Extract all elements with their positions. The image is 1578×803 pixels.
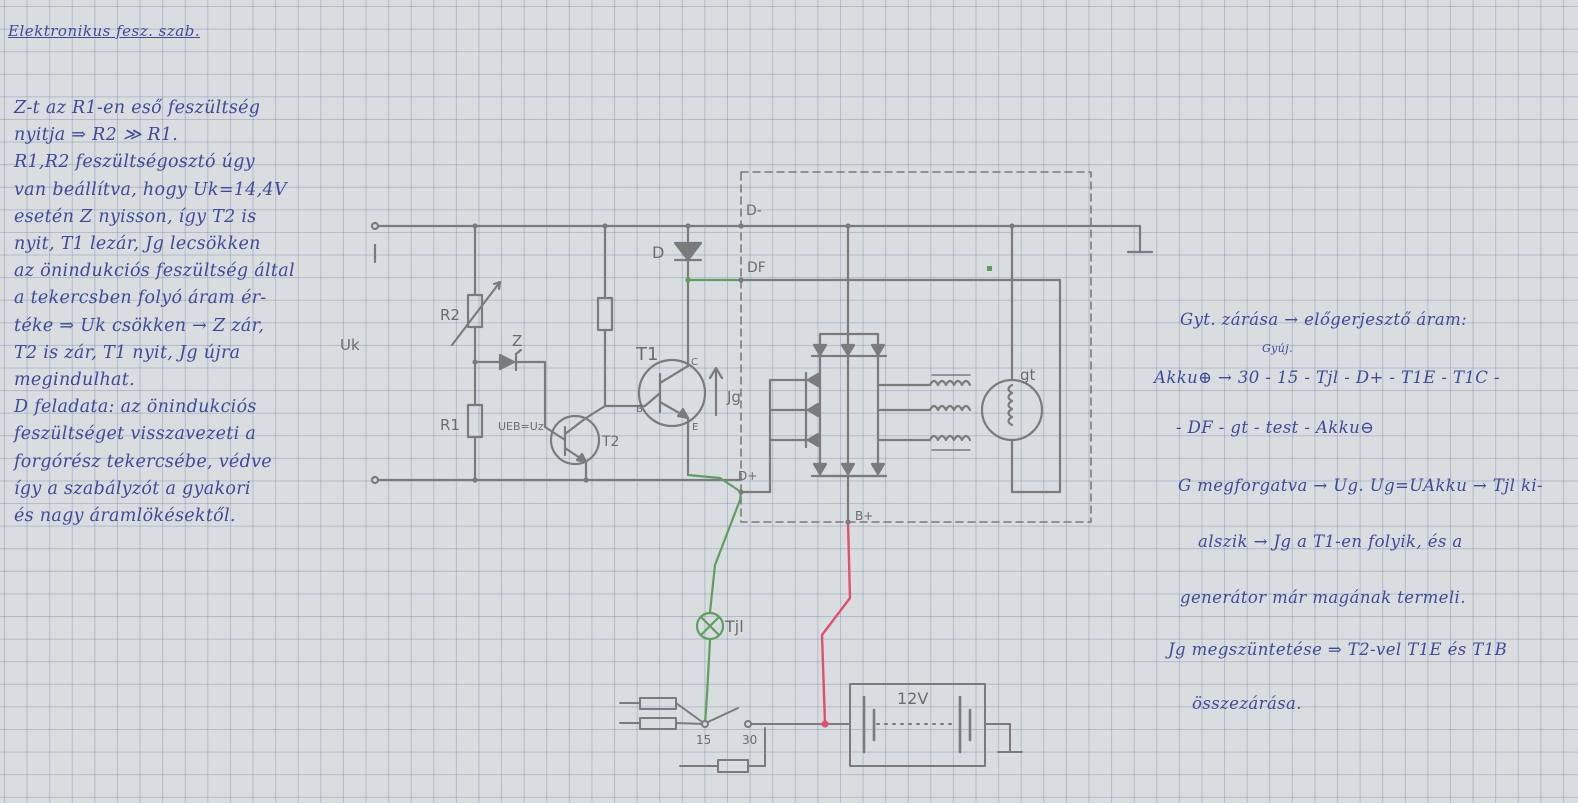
ignition-switch [707, 707, 739, 723]
page-title: Elektronikus fesz. szab. [8, 22, 201, 40]
label-uk: Uk [340, 336, 360, 354]
label-emitter: E [692, 422, 698, 433]
transistor-t1 [637, 358, 707, 428]
label-collector: C [691, 357, 698, 368]
label-t1: T1 [635, 344, 658, 365]
right-note-line-1: Gyt. zárása → előgerjesztő áram: [1180, 310, 1468, 329]
left-note-line: T2 is zár, T1 nyit, Jg újra [14, 342, 241, 363]
label-df: DF [747, 260, 766, 276]
label-zener: Z [512, 332, 522, 350]
rotor-winding-gt [980, 378, 1044, 442]
left-note-line: megindulhat. [14, 370, 135, 391]
left-note-line: forgórész tekercsébe, védve [14, 451, 272, 472]
right-note-line-4: G megforgatva → Ug. Ug=UAkku → Tjl ki- [1178, 476, 1544, 495]
right-note-line-7: Jg megszüntetése ⇒ T2-vel T1E és T1B [1168, 640, 1508, 659]
label-r2: R2 [440, 306, 460, 324]
left-note-line: a tekercsben folyó áram ér- [14, 288, 267, 309]
right-note-line-8: összezárása. [1192, 694, 1302, 713]
right-note-line-2: Akku⊕ → 30 - 15 - Tjl - D+ - T1E - T1C - [1154, 368, 1500, 387]
label-jg: Jg [726, 388, 741, 406]
stator-winding-2 [928, 404, 972, 412]
left-note-line: az önindukciós feszültség által [14, 261, 295, 282]
red-bplus-wire [820, 520, 852, 726]
left-note-line: így a szabályzót a gyakori [14, 478, 251, 499]
left-note-line: feszültséget visszavezeti a [14, 424, 257, 445]
load-resistor-1 [639, 697, 677, 710]
resistor-r1 [466, 403, 484, 439]
right-note-line-6: generátor már magának termeli. [1180, 588, 1466, 607]
label-t2: T2 [601, 434, 619, 450]
label-base: B [636, 404, 643, 415]
label-ueb: UEB=Uz [498, 420, 544, 433]
zener-diode-z [498, 353, 516, 371]
left-note-line: D feladata: az önindukciós [14, 397, 257, 418]
label-dminus: D- [746, 203, 762, 219]
green-excitation-wire [686, 473, 743, 614]
left-note-line: van beállítva, hogy Uk=14,4V [14, 179, 287, 200]
load-resistor-3 [717, 759, 749, 773]
left-note-line: R1,R2 feszültségosztó úgy [14, 152, 255, 173]
label-terminal-30: 30 [742, 733, 757, 747]
stator-winding-3 [928, 434, 972, 442]
right-note-line-3: - DF - gt - test - Akku⊖ [1176, 418, 1375, 437]
right-note-gyuj-label: Gyúj. [1262, 342, 1293, 355]
label-r1: R1 [440, 416, 460, 434]
label-terminal-15: 15 [696, 733, 711, 747]
left-note-line: esetén Z nyisson, így T2 is [14, 206, 257, 227]
label-12v: 12V [897, 689, 928, 708]
stator-winding-1 [928, 379, 972, 387]
left-notes: Z-t az R1-en eső feszültség nyitja ⇒ R2 ≫… [14, 95, 359, 530]
label-diode-d: D [652, 243, 664, 262]
label-dplus: D+ [738, 469, 757, 483]
generator-enclosure [740, 171, 1092, 523]
left-note-line: és nagy áramlökésektől. [14, 506, 236, 527]
r2-adjust-arrow [450, 280, 502, 347]
label-bplus: B+ [855, 509, 873, 523]
label-tjl: Tjl [724, 617, 744, 636]
transistor-t2 [549, 414, 601, 466]
left-note-line: Z-t az R1-en eső feszültség [14, 98, 261, 118]
load-resistor-2 [639, 717, 677, 730]
resistor-r3 [596, 296, 614, 332]
label-gt: gt [1020, 366, 1036, 384]
left-note-line: téke ⇒ Uk csökken → Z zár, [14, 315, 265, 336]
left-note-line: nyitja ⇒ R2 ≫ R1. [14, 125, 179, 146]
left-note-line: nyit, T1 lezár, Jg lecsökken [14, 234, 261, 255]
right-note-line-5: alszik → Jg a T1-en folyik, és a [1198, 532, 1463, 551]
flyback-diode-d [673, 241, 703, 262]
